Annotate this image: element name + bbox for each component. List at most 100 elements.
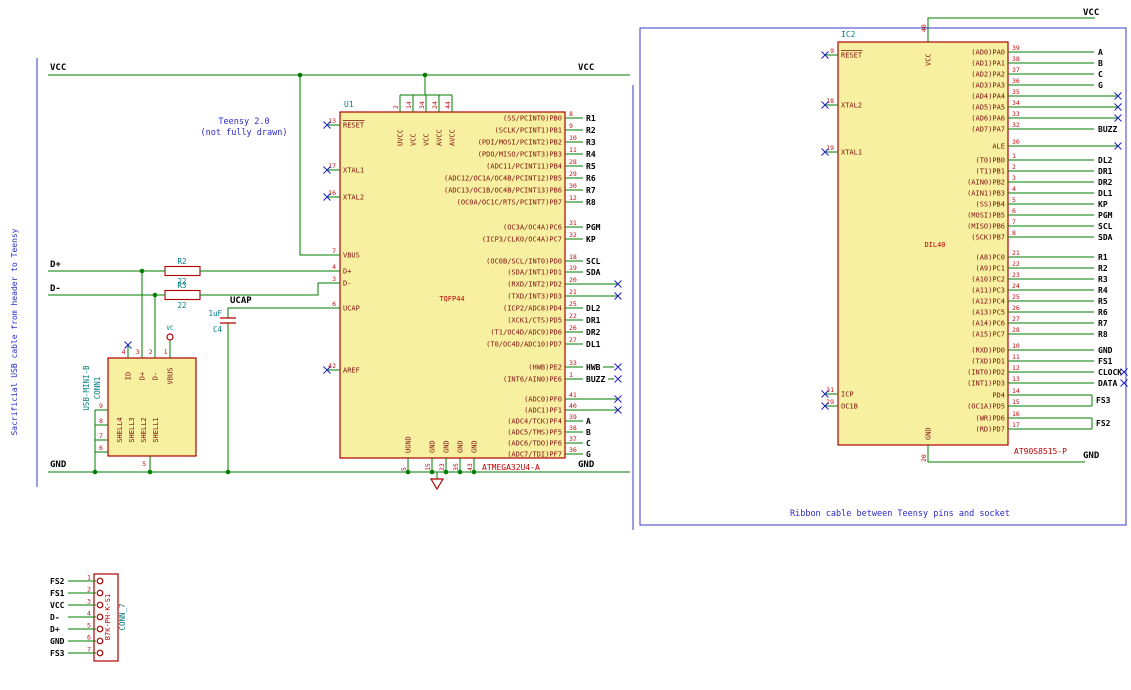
net-label[interactable]: SDA [586,268,601,277]
net-label[interactable]: R7 [586,186,596,195]
ic2-footprint[interactable]: DIL40 [924,241,945,249]
net-label[interactable]: BUZZ [1098,125,1117,134]
net-label[interactable]: DR2 [586,328,601,337]
net-label[interactable]: R6 [1098,308,1108,317]
pin-number: 1 [87,574,91,582]
net-label[interactable]: DR1 [1098,167,1113,176]
net-label[interactable]: C [586,439,591,448]
u1-atmega32u4-body[interactable] [339,111,566,459]
vcc-label-right[interactable]: VCC [1083,8,1099,18]
net-label[interactable]: A [586,417,591,426]
resistor-r3-body[interactable] [164,289,201,301]
gnd-label-mid[interactable]: GND [578,460,595,470]
usb-mini-b-connector-body[interactable] [107,357,197,457]
conn7-reference[interactable]: CONN_7 [118,603,127,630]
net-label[interactable]: R7 [1098,319,1108,328]
net-label[interactable]: R8 [586,198,596,207]
u1-reference[interactable]: U1 [344,100,354,109]
net-label[interactable]: GND [50,637,65,646]
net-label[interactable]: DR2 [1098,178,1113,187]
net-label[interactable]: VCC [50,601,65,610]
usb-connector-value[interactable]: USB-MINI-B [82,365,91,411]
net-label[interactable]: R2 [586,126,596,135]
dplus-net-label[interactable]: D+ [50,260,61,270]
teensy-note-line2[interactable]: (not fully drawn) [201,128,288,138]
ic2-value[interactable]: AT90S8515-P [1014,447,1067,456]
net-label[interactable]: R1 [586,114,596,123]
vcc-label-left[interactable]: VCC [50,63,66,73]
u1-value[interactable]: ATMEGA32U4-A [482,463,540,472]
pin-number: 17 [328,162,336,170]
net-label[interactable]: A [1098,48,1103,57]
dminus-net-label[interactable]: D- [50,284,61,294]
net-label[interactable]: R4 [1098,286,1108,295]
net-label[interactable]: HWB [586,363,601,372]
fs3-pair-net-label[interactable]: FS3 [1096,396,1111,405]
gnd-label-right[interactable]: GND [1083,451,1100,461]
net-label[interactable]: B [586,428,591,437]
pin-name: (RD)PD7 [975,426,1005,434]
net-label[interactable]: DL1 [1098,189,1113,198]
net-label[interactable]: FS1 [50,589,65,598]
net-label[interactable]: DL1 [586,340,601,349]
net-label[interactable]: PGM [1098,211,1113,220]
net-label[interactable]: R3 [1098,275,1108,284]
net-label[interactable]: C [1098,70,1103,79]
c4-reference[interactable]: C4 [213,325,223,334]
net-label[interactable]: DL2 [586,304,601,313]
vcc-label-mid[interactable]: VCC [578,63,594,73]
pin-number: 9 [99,402,103,410]
no-connect-icon [1114,114,1122,122]
r3-value[interactable]: 22 [177,301,186,310]
c4-value[interactable]: 1uF [208,309,222,318]
resistor-r2-body[interactable] [164,265,201,277]
net-label[interactable]: G [586,450,591,459]
fs2-pair-net-label[interactable]: FS2 [1096,419,1111,428]
net-label[interactable]: PGM [586,223,601,232]
net-label[interactable]: B [1098,59,1103,68]
ic2-at90s8515-body[interactable] [837,41,1009,446]
ribbon-cable-note[interactable]: Ribbon cable between Teensy pins and soc… [790,509,1010,519]
no-connect-icon [821,402,829,410]
net-label[interactable]: DR1 [586,316,601,325]
net-label[interactable]: FS1 [1098,357,1113,366]
net-label[interactable]: SDA [1098,233,1113,242]
r2-reference[interactable]: R2 [177,257,186,266]
net-label[interactable]: SCL [586,257,601,266]
net-label[interactable]: R4 [586,150,596,159]
net-label[interactable]: SCL [1098,222,1113,231]
net-label[interactable]: R8 [1098,330,1108,339]
net-label[interactable]: G [1098,81,1103,90]
r3-reference[interactable]: R3 [177,281,186,290]
net-label[interactable]: R5 [586,162,596,171]
net-label[interactable]: DATA [1098,379,1117,388]
net-label[interactable]: R1 [1098,253,1108,262]
capacitor-c4-plates[interactable] [220,317,236,324]
conn7-value[interactable]: B7K-PH-K-S1 [104,594,112,640]
gnd-label-left[interactable]: GND [50,460,67,470]
u1-footprint[interactable]: TQFP44 [439,295,464,303]
pin-name: D- [343,280,351,288]
ucap-net-label[interactable]: UCAP [230,296,252,306]
net-label[interactable]: R3 [586,138,596,147]
net-label[interactable]: DL2 [1098,156,1113,165]
left-cable-note[interactable]: Sacrificial USB cable from header to Tee… [10,228,19,435]
net-label[interactable]: D- [50,613,60,622]
net-label[interactable]: FS2 [50,577,65,586]
net-label[interactable]: FS3 [50,649,65,658]
net-label[interactable]: GND [1098,346,1113,355]
net-label[interactable]: R6 [586,174,596,183]
net-label[interactable]: KP [1098,200,1108,209]
net-label[interactable]: KP [586,235,596,244]
vc-power-label[interactable]: VC [166,325,174,332]
net-label[interactable]: R2 [1098,264,1108,273]
ic2-reference[interactable]: IC2 [841,30,856,39]
net-label[interactable]: D+ [50,625,60,634]
teensy-note-line1[interactable]: Teensy 2.0 [218,117,269,127]
net-label[interactable]: R5 [1098,297,1108,306]
pin-name: (PDI/MOSI/PCINT2)PB2 [478,139,562,147]
net-label[interactable]: BUZZ [586,375,605,384]
usb-connector-reference[interactable]: CONN1 [93,377,102,400]
r2-value[interactable]: 22 [177,277,186,286]
net-label[interactable]: CLOCK [1098,368,1122,377]
